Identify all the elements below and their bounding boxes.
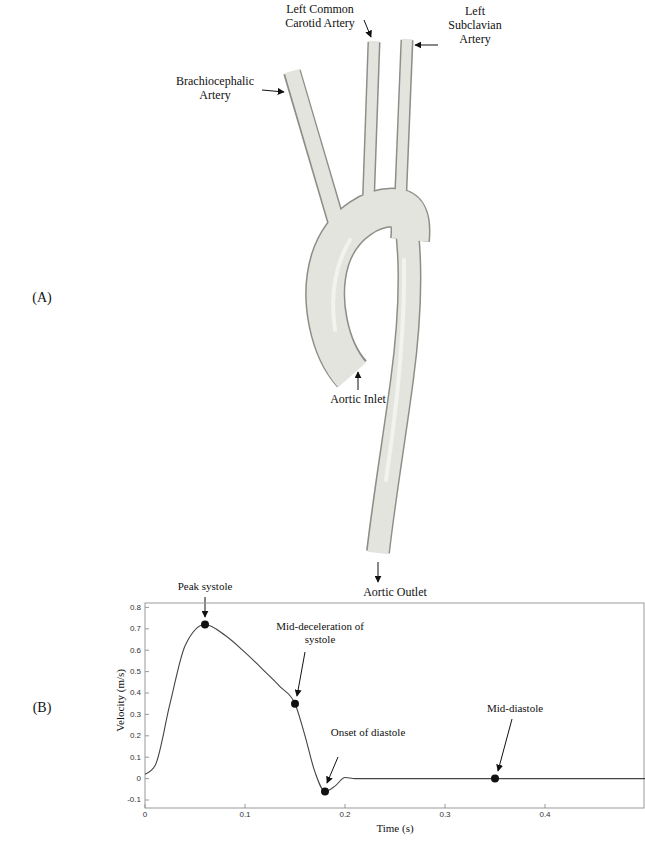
tick-mark [145, 735, 149, 736]
vessel-outline [292, 40, 411, 552]
axis-title: Time (s) [355, 822, 435, 835]
tick-mark [145, 693, 149, 694]
tick-mark [345, 804, 346, 808]
panel-letter: (B) [22, 700, 62, 716]
tick-label: 0 [143, 810, 147, 819]
tick-label: 0 [137, 774, 141, 783]
leader-arrow [205, 20, 512, 783]
tick-mark [245, 804, 246, 808]
phase-label: Peak systole [155, 580, 255, 593]
tick-label: 0.5 [130, 667, 141, 676]
vessel-label: Left Subclavian Artery [440, 5, 510, 46]
phase-marker [201, 621, 209, 629]
plot-frame [145, 603, 644, 808]
phase-marker [321, 787, 329, 795]
phase-marker [291, 700, 299, 708]
tick-label: 0.1 [239, 810, 250, 819]
panel-letter: (A) [22, 290, 62, 306]
tick-mark [145, 714, 149, 715]
vessel-label: Aortic Outlet [345, 586, 445, 600]
tick-mark [145, 778, 149, 779]
vessel-label: Aortic Inlet [313, 393, 403, 407]
tick-mark [145, 757, 149, 758]
tick-mark [145, 650, 149, 651]
tick-label: 0.8 [130, 603, 141, 612]
tick-label: 0.2 [130, 731, 141, 740]
vessel-label: Left Common Carotid Artery [280, 3, 360, 31]
tick-mark [545, 804, 546, 808]
phase-label: Onset of diastole [330, 726, 406, 739]
tick-mark [145, 804, 146, 808]
tick-label: 0.4 [130, 688, 141, 697]
vessel-highlight [333, 240, 404, 480]
phase-label: Mid-diastole [470, 702, 560, 715]
tick-mark [145, 671, 149, 672]
tick-label: 0.6 [130, 646, 141, 655]
tick-label: 0.3 [130, 710, 141, 719]
axis-title: Velocity (m/s) [114, 669, 127, 732]
tick-label: 0.3 [439, 810, 450, 819]
tick-mark [145, 800, 149, 801]
tick-mark [445, 804, 446, 808]
vessel-body [292, 39, 411, 553]
tick-label: 0.7 [130, 624, 141, 633]
velocity-curve [145, 625, 645, 792]
tick-label: -0.1 [127, 795, 141, 804]
vessel-label: Brachiocephalic Artery [165, 75, 265, 103]
tick-label: 0.2 [339, 810, 350, 819]
phase-marker [491, 775, 499, 783]
phase-label: Mid-deceleration of systole [260, 620, 380, 645]
tick-label: 0.1 [130, 753, 141, 762]
tick-mark [145, 607, 149, 608]
tick-label: 0.4 [539, 810, 550, 819]
tick-mark [145, 628, 149, 629]
